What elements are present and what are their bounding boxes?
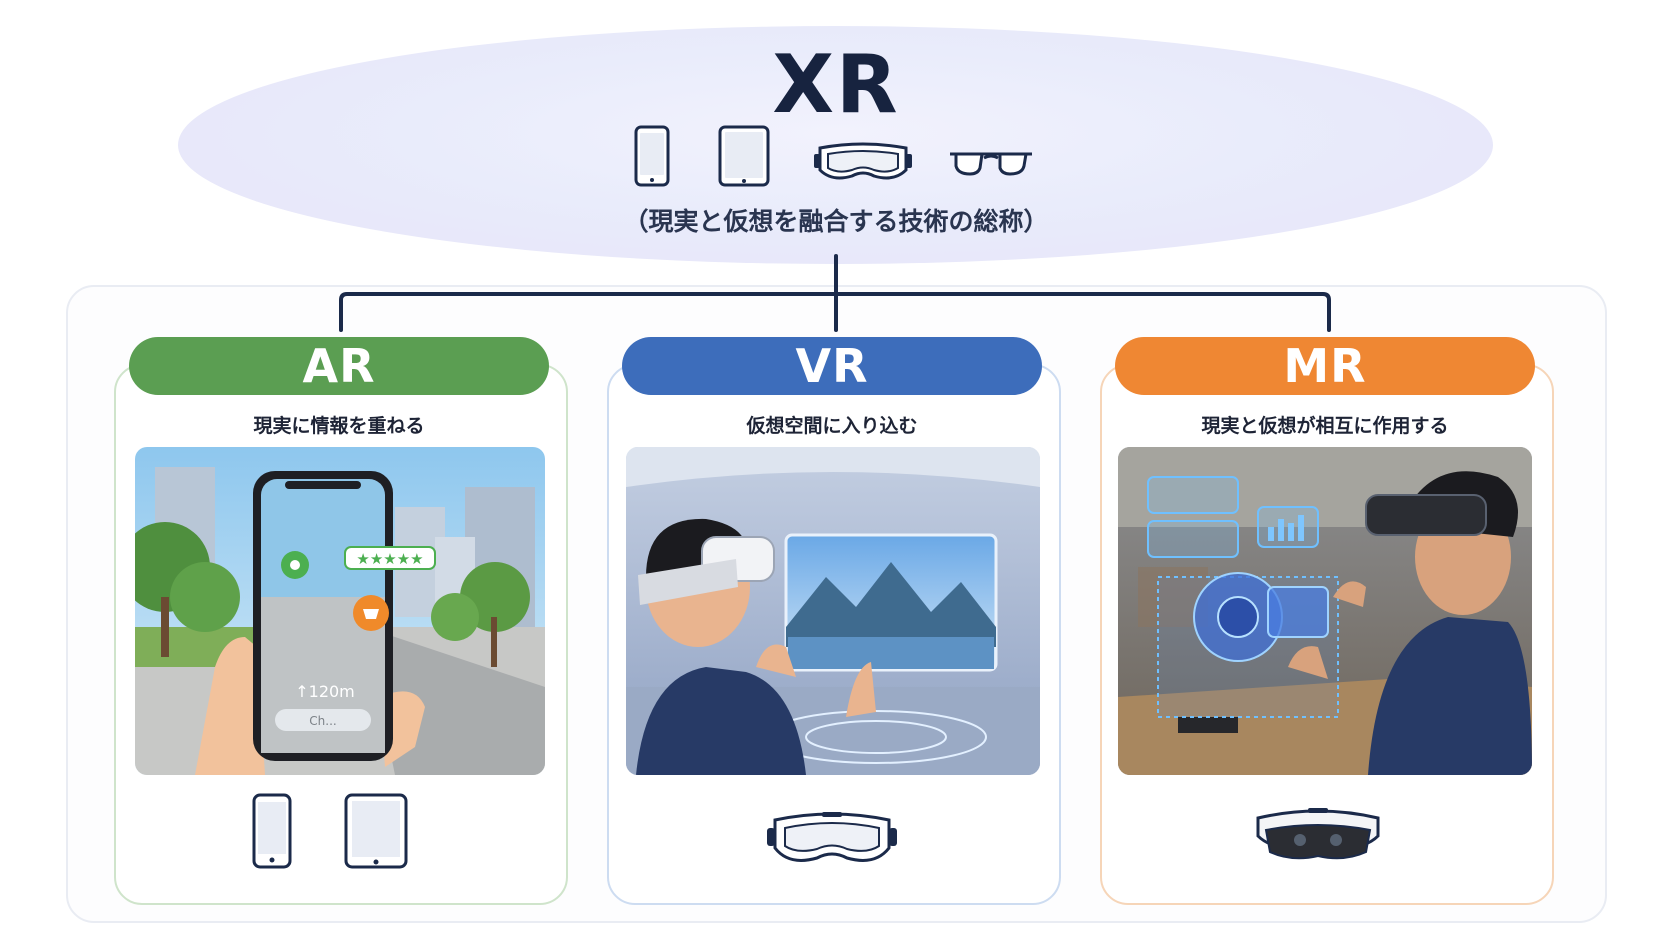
xr-title: XR [772, 38, 900, 131]
vr-headset-icon [767, 812, 897, 862]
smart-glasses-icon [950, 152, 1032, 176]
mr-label: MR [1115, 337, 1535, 395]
ar-distance-label: ↑120m [295, 682, 355, 701]
smartphone-icon [634, 125, 670, 187]
xr-subtitle: （現実と仮想を融合する技術の総称） [623, 207, 1049, 236]
ar-scene-image: ★★★★★ ↑120m Ch... [135, 447, 545, 775]
vr-scene-image [626, 447, 1040, 775]
smartphone-icon [252, 793, 292, 869]
ar-description: 現実に情報を重ねる [253, 415, 425, 437]
ar-street-label: Ch... [309, 714, 336, 728]
mr-headset-icon [1256, 808, 1380, 860]
tablet-icon [718, 125, 770, 187]
ar-label: AR [129, 337, 549, 395]
vr-headset-icon [814, 142, 912, 180]
ar-rating-stars: ★★★★★ [356, 550, 423, 568]
mr-description: 現実と仮想が相互に作用する [1201, 415, 1449, 437]
tablet-icon [344, 793, 408, 869]
mr-scene-image [1118, 447, 1532, 775]
vr-label: VR [622, 337, 1042, 395]
vr-description: 仮想空間に入り込む [746, 415, 918, 437]
